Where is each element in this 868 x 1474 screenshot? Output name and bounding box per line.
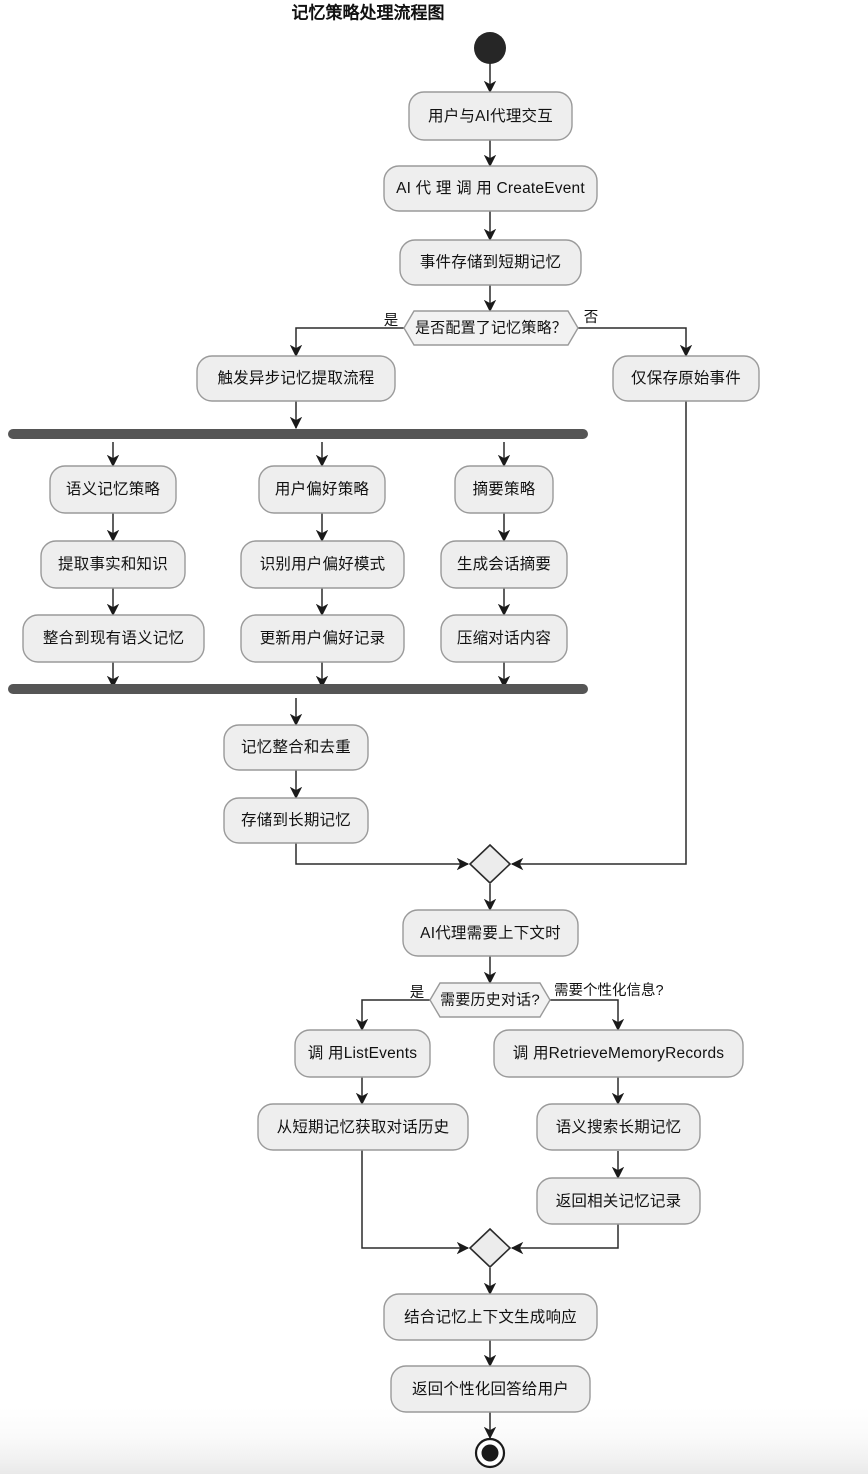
edge-label-policy-yes: 是: [384, 313, 399, 329]
node-update-pref-label: 更新用户偏好记录: [260, 629, 386, 647]
node-extract-facts-label: 提取事实和知识: [58, 555, 168, 573]
node-compress-dialog-label: 压缩对话内容: [457, 629, 551, 647]
node-layer: 用户与AI代理交互 AI 代 理 调 用 CreateEvent 事件存储到短期…: [8, 91, 760, 1469]
node-need-context[interactable]: AI代理需要上下文时: [402, 909, 579, 957]
edge-history-to-merge2: [361, 1150, 470, 1255]
node-pref-policy[interactable]: 用户偏好策略: [258, 465, 386, 514]
edge-label-policy-no: 否: [584, 310, 599, 326]
node-trigger-async-label: 触发异步记忆提取流程: [217, 369, 374, 387]
node-semantic-search[interactable]: 语义搜索长期记忆: [536, 1103, 701, 1151]
node-consolidate[interactable]: 记忆整合和去重: [223, 724, 369, 771]
node-user-interact-label: 用户与AI代理交互: [428, 107, 553, 125]
node-consolidate-label: 记忆整合和去重: [241, 738, 351, 756]
edge-decision2-personalize: [550, 999, 625, 1032]
node-semantic-policy[interactable]: 语义记忆策略: [49, 465, 177, 514]
edge-decision2-yes: [355, 999, 430, 1032]
node-gen-response[interactable]: 结合记忆上下文生成响应: [383, 1293, 598, 1341]
node-call-listevents-label: 调 用ListEvents: [308, 1044, 417, 1062]
node-update-pref[interactable]: 更新用户偏好记录: [240, 614, 405, 663]
node-only-raw-event[interactable]: 仅保存原始事件: [612, 355, 760, 402]
join-bar: [8, 684, 588, 694]
node-call-retrieve-records-label: 调 用RetrieveMemoryRecords: [513, 1044, 725, 1062]
node-summary-policy[interactable]: 摘要策略: [454, 465, 554, 514]
node-only-raw-event-label: 仅保存原始事件: [631, 369, 741, 387]
node-identify-pref[interactable]: 识别用户偏好模式: [240, 540, 405, 589]
node-return-records-label: 返回相关记忆记录: [556, 1192, 682, 1210]
node-store-short-term[interactable]: 事件存储到短期记忆: [399, 239, 582, 286]
node-store-long-term-label: 存储到长期记忆: [241, 811, 351, 829]
node-return-records[interactable]: 返回相关记忆记录: [536, 1177, 701, 1225]
node-call-retrieve-records[interactable]: 调 用RetrieveMemoryRecords: [493, 1029, 744, 1078]
node-store-short-term-label: 事件存储到短期记忆: [420, 253, 561, 271]
node-semantic-policy-label: 语义记忆策略: [66, 480, 161, 498]
merge-node-1: [468, 843, 512, 885]
node-summary-policy-label: 摘要策略: [473, 480, 536, 498]
edge-label-history-yes: 是: [410, 985, 425, 1001]
decision-has-policy[interactable]: 是否配置了记忆策略？: [403, 310, 579, 346]
decision-need-history[interactable]: 需要历史对话?: [429, 982, 551, 1018]
node-pref-policy-label: 用户偏好策略: [275, 480, 370, 498]
node-merge-semantic[interactable]: 整合到现有语义记忆: [22, 614, 205, 663]
node-gen-summary[interactable]: 生成会话摘要: [440, 540, 568, 589]
node-extract-facts[interactable]: 提取事实和知识: [40, 540, 186, 589]
node-trigger-async[interactable]: 触发异步记忆提取流程: [196, 355, 396, 402]
edge-records-to-merge2: [510, 1224, 619, 1255]
edge-onlyraw-to-merge1: [510, 401, 687, 871]
edge-store-to-merge1: [295, 843, 470, 871]
decision-need-history-label: 需要历史对话?: [440, 991, 540, 1008]
node-return-answer[interactable]: 返回个性化回答给用户: [390, 1365, 591, 1413]
edge-decision-yes: [289, 327, 404, 358]
node-gen-summary-label: 生成会话摘要: [457, 555, 551, 573]
node-call-createevent-label: AI 代 理 调 用 CreateEvent: [396, 179, 585, 197]
page-title: 记忆策略处理流程图: [292, 2, 445, 22]
node-identify-pref-label: 识别用户偏好模式: [260, 555, 386, 573]
edge-label-need-personalization: 需要个性化信息?: [554, 982, 664, 999]
node-need-context-label: AI代理需要上下文时: [420, 924, 561, 942]
edge-layer: [106, 63, 693, 1440]
node-gen-response-label: 结合记忆上下文生成响应: [404, 1307, 577, 1326]
node-get-history[interactable]: 从短期记忆获取对话历史: [257, 1103, 469, 1151]
node-call-listevents[interactable]: 调 用ListEvents: [294, 1029, 431, 1078]
node-store-long-term[interactable]: 存储到长期记忆: [223, 797, 369, 844]
edge-decision-no: [578, 327, 693, 358]
node-user-interact[interactable]: 用户与AI代理交互: [408, 91, 573, 141]
end-node[interactable]: [474, 1437, 506, 1469]
merge-node-2: [468, 1227, 512, 1269]
node-call-createevent[interactable]: AI 代 理 调 用 CreateEvent: [383, 165, 598, 212]
node-semantic-search-label: 语义搜索长期记忆: [556, 1118, 682, 1136]
start-node[interactable]: [474, 32, 506, 64]
node-compress-dialog[interactable]: 压缩对话内容: [440, 614, 568, 663]
node-merge-semantic-label: 整合到现有语义记忆: [43, 629, 184, 647]
node-return-answer-label: 返回个性化回答给用户: [412, 1380, 569, 1398]
fork-bar: [8, 429, 588, 439]
decision-has-policy-label: 是否配置了记忆策略？: [415, 319, 567, 336]
node-get-history-label: 从短期记忆获取对话历史: [277, 1118, 450, 1136]
